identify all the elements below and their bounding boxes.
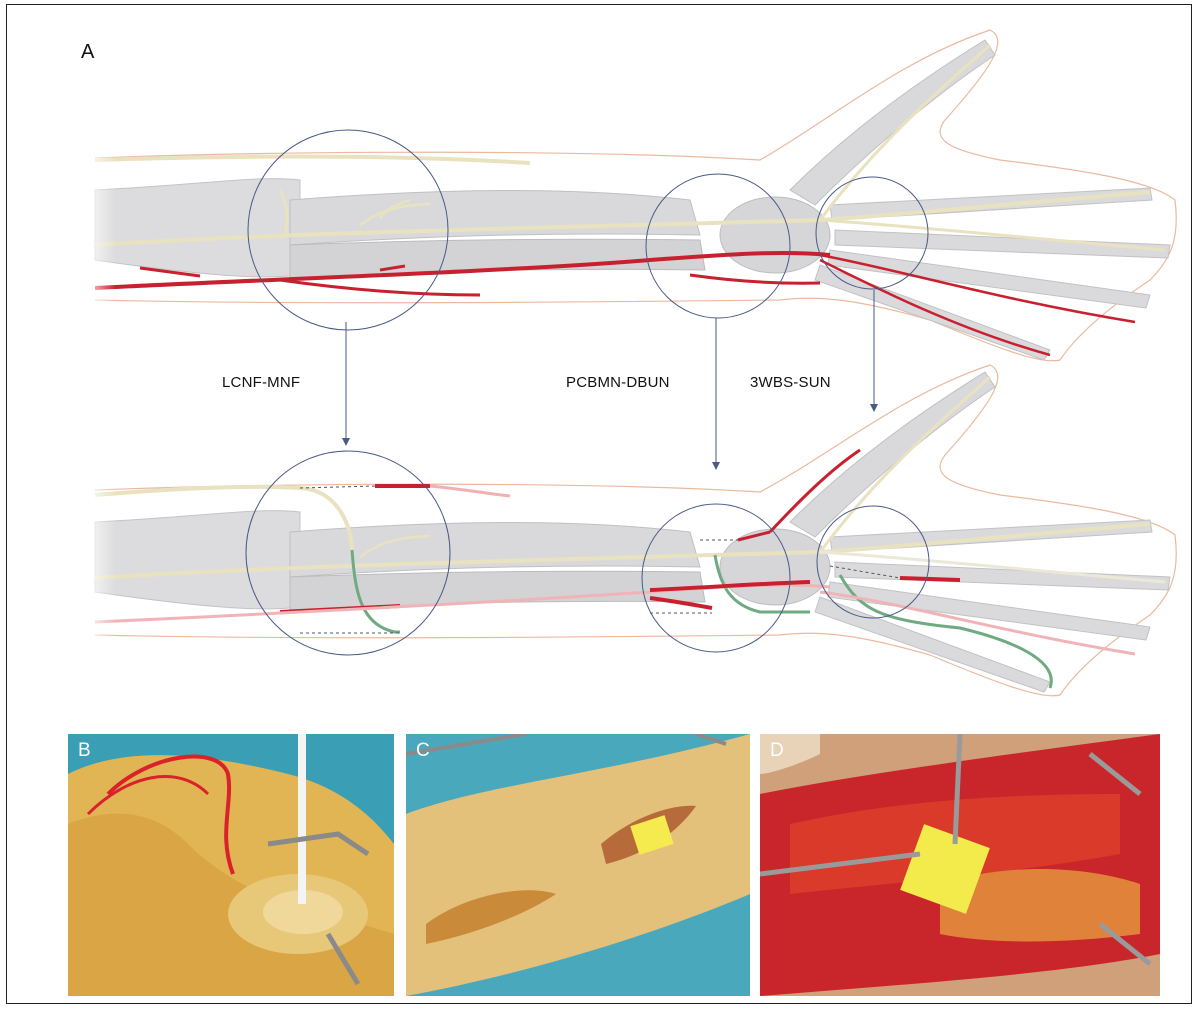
bottom-artery-top-faded [430,486,510,496]
photo-d-label: D [770,740,784,762]
photo-c: C [406,734,750,996]
photo-b: B [68,734,394,996]
anatomy-illustration [0,0,1200,720]
callout-pcbmn-dbun: PCBMN-DBUN [566,374,670,391]
bottom-thumb-bones [790,372,995,537]
photo-b-label: B [78,740,91,762]
bottom-artery-right-stub [900,578,960,580]
top-carpals [720,197,830,273]
callout-lcnf-mnf: LCNF-MNF [222,374,300,391]
photo-d: D [760,734,1160,996]
callout-3wbs-sun: 3WBS-SUN [750,374,831,391]
photo-c-label: C [416,740,430,762]
